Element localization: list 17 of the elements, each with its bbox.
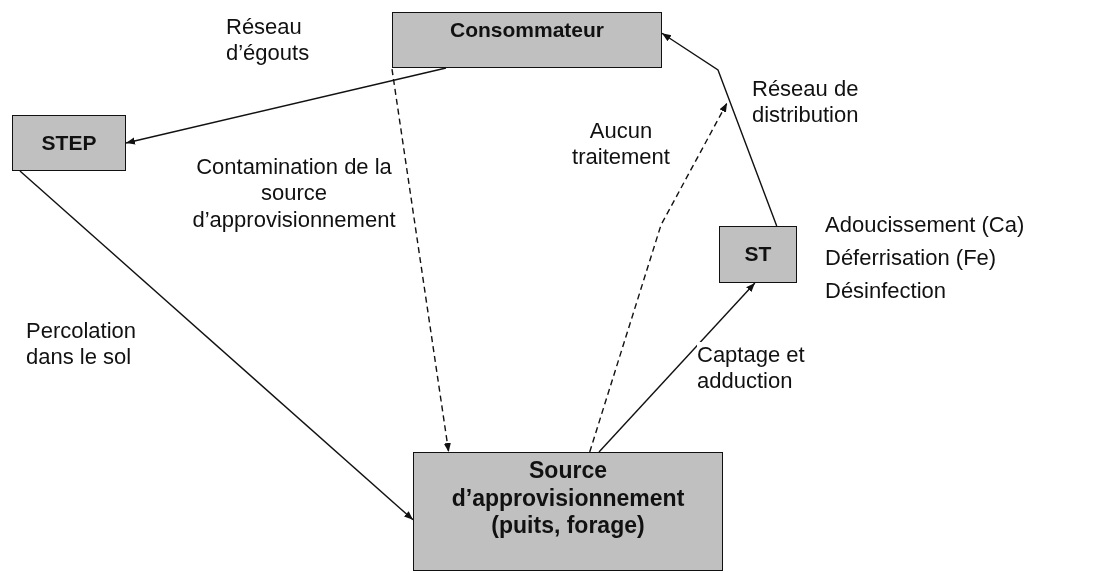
process-box <box>12 115 126 171</box>
process-box <box>719 226 797 283</box>
treatment-note: Déferrisation (Fe) <box>825 245 997 272</box>
box-label: STEP <box>41 130 97 156</box>
treatment-note: Adoucissement (Ca) <box>825 212 1025 239</box>
box-label: Source d’approvisionnement (puits, forage) <box>450 457 686 540</box>
box-label: Consommateur <box>450 17 604 43</box>
arrow <box>598 282 756 453</box>
box-label: ST <box>744 241 772 267</box>
process-box <box>413 452 723 571</box>
dashed-arrow <box>391 68 451 453</box>
dashed-arrow <box>589 102 728 453</box>
treatment-note: Désinfection <box>825 278 947 305</box>
arrow <box>125 67 447 145</box>
process-box <box>392 12 662 68</box>
arrow <box>661 32 778 227</box>
arrow <box>19 170 414 521</box>
